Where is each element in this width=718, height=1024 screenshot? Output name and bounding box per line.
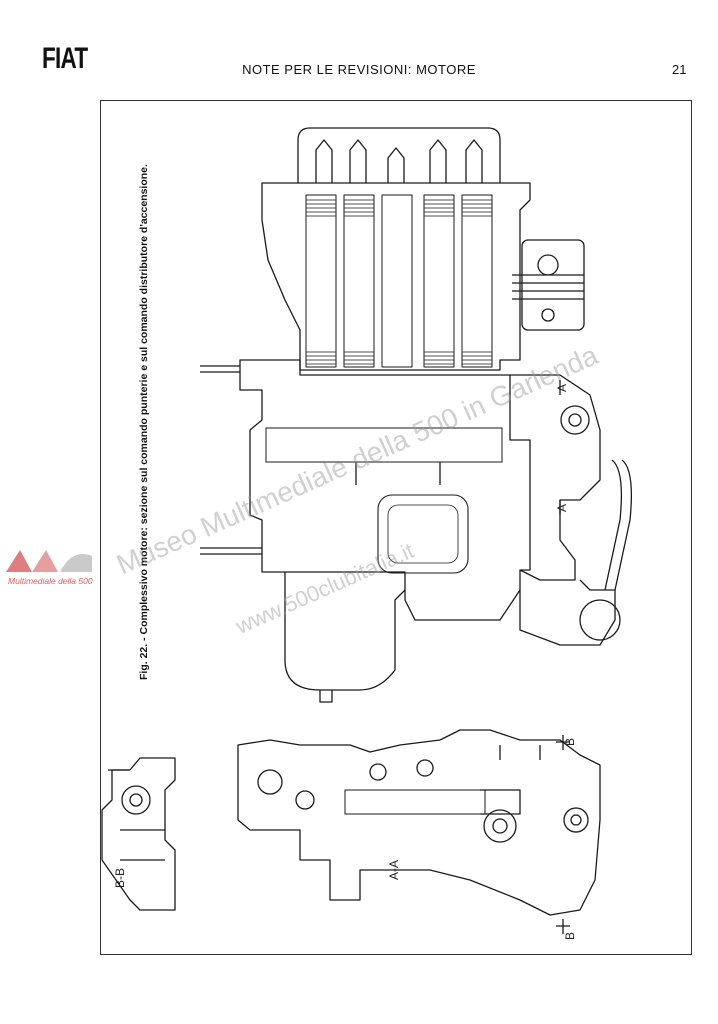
page-header: FIAT NOTE PER LE REVISIONI: MOTORE 21 xyxy=(0,0,718,95)
fiat-logo: FIAT xyxy=(42,42,88,75)
section-labels: A-A B-B A A B B xyxy=(113,384,577,940)
label-aa: A-A xyxy=(387,860,401,880)
label-a-marker: A xyxy=(555,384,569,392)
watermark-logo: Multimediale della 500 xyxy=(2,546,98,592)
label-b-marker: B xyxy=(563,738,577,746)
label-b-marker-lower: B xyxy=(563,932,577,940)
engine-main-section xyxy=(200,127,632,703)
label-a-marker-lower: A xyxy=(555,504,569,512)
watermark-logo-text: Multimediale della 500 xyxy=(8,576,93,586)
figure-frame xyxy=(100,100,692,955)
section-bb-drawing xyxy=(101,757,176,911)
page-number: 21 xyxy=(672,62,687,77)
page-title: NOTE PER LE REVISIONI: MOTORE xyxy=(242,62,476,77)
section-aa-drawing xyxy=(237,729,601,934)
label-bb: B-B xyxy=(113,868,127,888)
